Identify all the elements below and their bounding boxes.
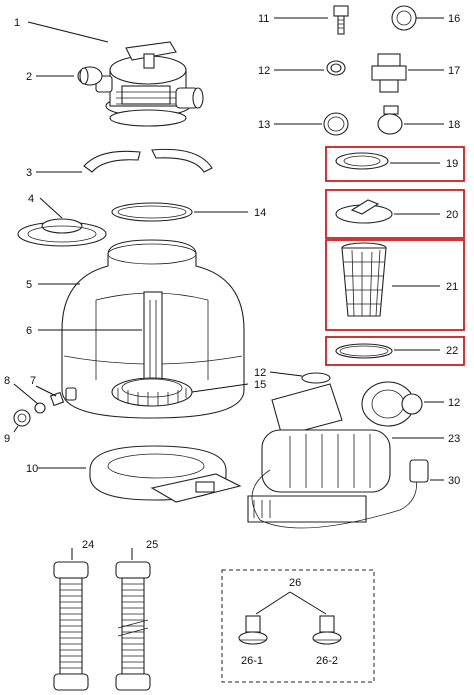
tank-o-ring [111,202,193,222]
callout-1: 1 [14,17,20,29]
o-ring-small [326,60,346,76]
callout-26: 26 [289,577,301,589]
callout-22: 22 [446,345,458,357]
callout-15: 15 [254,379,266,391]
callout-26-1: 26-1 [241,655,263,667]
callout-26-2: 26-2 [316,655,338,667]
tank-clamp [83,148,213,173]
foot-26-2 [312,615,342,645]
strainer-o-ring [335,343,393,359]
callout-30: 30 [448,475,460,487]
hose-24 [53,561,89,691]
callout-24: 24 [82,539,94,551]
callout-7: 7 [30,375,36,387]
feet-kit-box [221,569,375,683]
tank-base [89,445,242,503]
callout-10: 10 [26,463,38,475]
tank-cover [17,218,107,247]
highlight-box-21 [325,239,465,331]
strainer-lock-ring [335,152,389,170]
callout-8: 8 [4,375,10,387]
callout-20: 20 [446,209,458,221]
callout-21: 21 [446,281,458,293]
highlight-box-19 [325,146,465,182]
multiport-valve [95,41,204,127]
callout-12c: 12 [448,397,460,409]
callout-3: 3 [26,167,32,179]
callout-5: 5 [26,279,32,291]
callout-19: 19 [446,158,458,170]
pressure-gauge-cap [323,112,349,136]
callout-12b: 12 [254,367,266,379]
pump-motor [247,372,429,529]
strainer-cover [335,199,393,224]
callout-9: 9 [4,433,10,445]
drain-plug [77,66,103,86]
strainer-basket [341,242,387,317]
air-release-valve [333,5,349,35]
callout-6: 6 [26,325,32,337]
callout-17: 17 [448,65,460,77]
lateral-assembly [111,377,193,407]
hose-connector [371,53,407,93]
callout-13: 13 [258,119,270,131]
hose-25 [115,561,151,691]
hose-clamp [377,105,403,135]
foot-26-1 [238,615,268,645]
callout-23: 23 [448,433,460,445]
drain-cap-parts [13,387,77,427]
callout-18: 18 [448,119,460,131]
hose-adapter [391,5,417,31]
callout-16: 16 [448,13,460,25]
highlight-box-22 [325,336,465,366]
callout-4: 4 [28,193,34,205]
standpipe [143,291,163,385]
callout-11: 11 [258,13,269,25]
callout-25: 25 [146,539,158,551]
callout-12a: 12 [258,65,270,77]
callout-14: 14 [254,207,266,219]
highlight-box-20 [325,189,465,239]
callout-2: 2 [26,71,32,83]
